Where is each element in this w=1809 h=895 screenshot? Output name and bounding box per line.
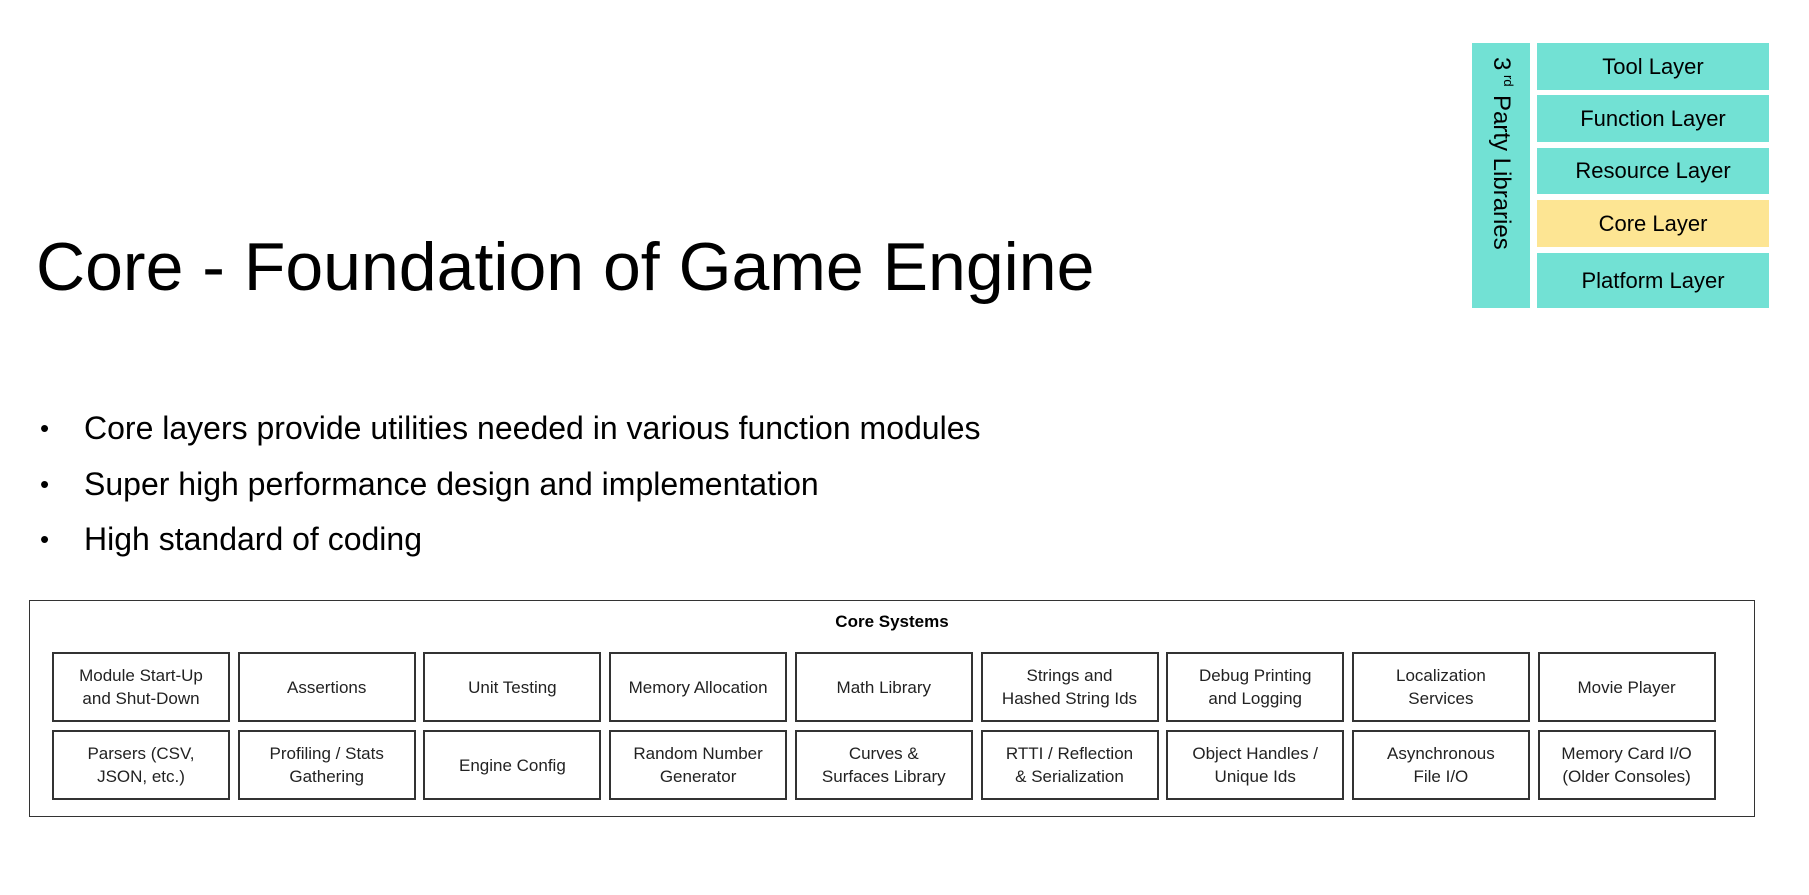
core-layer: Core Layer xyxy=(1537,200,1769,247)
bullet-icon: • xyxy=(40,524,50,554)
bullet-text: Super high performance design and implem… xyxy=(84,465,819,502)
bullet-item: • Core layers provide utilities needed in… xyxy=(36,404,980,460)
core-system-cell: Debug Printing and Logging xyxy=(1166,652,1345,722)
bullet-item: • Super high performance design and imple… xyxy=(36,460,980,516)
function-layer: Function Layer xyxy=(1537,95,1769,142)
bullet-icon: • xyxy=(40,468,50,499)
core-system-cell: Memory Card I/O (Older Consoles) xyxy=(1537,730,1716,800)
side-label-rest: Party Libraries xyxy=(1488,95,1515,250)
core-system-cell: RTTI / Reflection & Serialization xyxy=(980,730,1159,800)
core-systems-title: Core Systems xyxy=(835,612,949,631)
bullet-item: • High standard of coding xyxy=(36,515,980,571)
platform-layer: Platform Layer xyxy=(1537,253,1769,308)
core-system-cell: Localization Services xyxy=(1351,652,1530,722)
core-system-cell: Profiling / Stats Gathering xyxy=(237,730,416,800)
side-label-sup: rd xyxy=(1501,75,1516,87)
slide-title: Core - Foundation of Game Engine xyxy=(36,229,1095,305)
core-system-cell: Curves & Surfaces Library xyxy=(794,730,973,800)
bullet-text: Core layers provide utilities needed in … xyxy=(84,410,981,446)
core-systems-diagram: Core Systems Module Start-Up and Shut-Do… xyxy=(29,600,1755,817)
core-system-cell: Memory Allocation xyxy=(609,652,788,722)
core-system-cell: Movie Player xyxy=(1537,652,1716,722)
core-system-cell: Unit Testing xyxy=(423,652,602,722)
core-system-cell: Math Library xyxy=(794,652,973,722)
bullet-text: High standard of coding xyxy=(84,521,422,557)
core-system-cell: Assertions xyxy=(237,652,416,722)
core-system-cell: Engine Config xyxy=(423,730,602,800)
resource-layer: Resource Layer xyxy=(1537,148,1769,194)
bullet-list: • Core layers provide utilities needed in… xyxy=(36,404,980,571)
core-system-cell: Strings and Hashed String Ids xyxy=(980,652,1159,722)
engine-layer-stack: 3 rd Party Libraries Tool Layer Function… xyxy=(1472,43,1769,308)
side-label-num: 3 xyxy=(1488,57,1515,71)
core-system-cell: Asynchronous File I/O xyxy=(1351,730,1530,800)
tool-layer: Tool Layer xyxy=(1537,43,1769,90)
core-system-cell: Object Handles / Unique Ids xyxy=(1166,730,1345,800)
bullet-icon: • xyxy=(40,413,50,443)
third-party-libraries-column: 3 rd Party Libraries xyxy=(1472,43,1530,308)
core-system-cell: Module Start-Up and Shut-Down xyxy=(52,652,230,722)
core-system-cell: Parsers (CSV, JSON, etc.) xyxy=(52,730,230,800)
core-system-cell: Random Number Generator xyxy=(609,730,788,800)
